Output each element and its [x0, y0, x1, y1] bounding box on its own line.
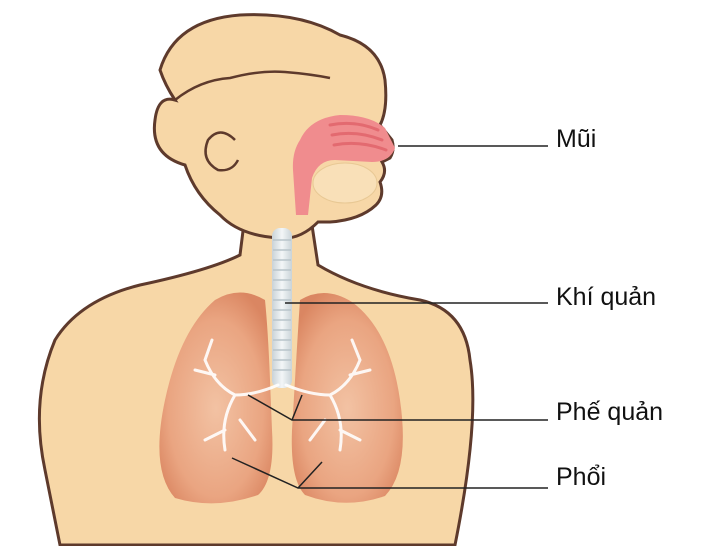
- mouth-cavity: [313, 163, 377, 203]
- trachea: [272, 228, 292, 388]
- label-trachea: Khí quản: [556, 283, 656, 312]
- label-lungs: Phổi: [556, 463, 606, 492]
- label-bronchi: Phế quản: [556, 398, 663, 427]
- label-nose: Mũi: [556, 125, 596, 154]
